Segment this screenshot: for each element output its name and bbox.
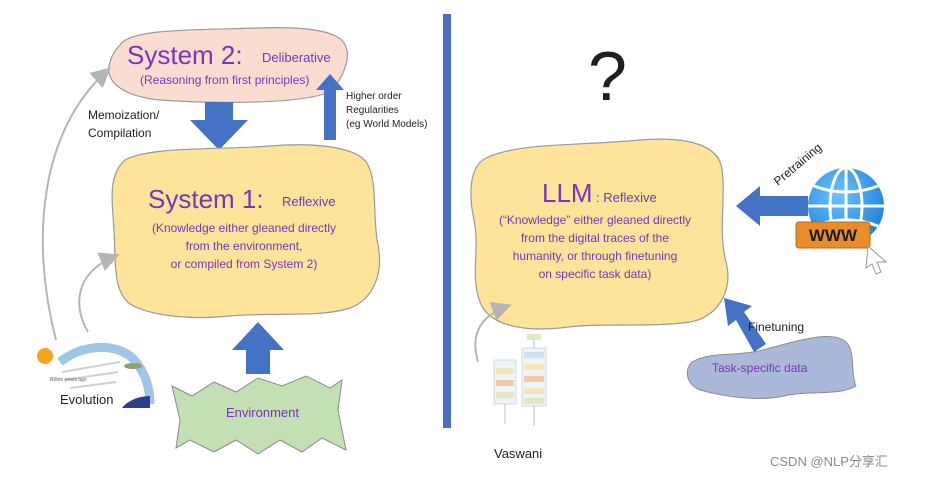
finetuning-label: Finetuning (748, 320, 804, 334)
system1-title: System 1: (148, 184, 264, 214)
pretraining-label: Pretraining (771, 140, 824, 188)
memoization-label-line1: Memoization/ (88, 108, 160, 122)
cursor-icon (865, 244, 888, 275)
llm-cloud (470, 138, 729, 330)
llm-line-4: on specific task data) (539, 267, 652, 281)
evolution-arrow-to-system1 (78, 252, 120, 333)
environment-arrow (232, 322, 284, 374)
finetuning-arrow (724, 298, 766, 352)
system2-title: System 2: (127, 40, 243, 70)
system1-line-1: (Knowledge either gleaned directly (152, 221, 336, 235)
www-label: WWW (809, 226, 858, 245)
system2-note: (Reasoning from first principles) (140, 73, 309, 87)
llm-line-1: (“Knowledge” either gleaned directly (499, 213, 691, 227)
llm-line-2: from the digital traces of the (521, 231, 669, 245)
panel-divider (443, 14, 451, 428)
evolution-arrow-to-system2 (41, 67, 111, 341)
pretraining-arrow (736, 186, 808, 226)
vaswani-label: Vaswani (494, 446, 542, 461)
www-globe-icon: WWW (795, 166, 888, 275)
environment-label: Environment (226, 405, 299, 420)
transformer-diagram-image (493, 334, 547, 426)
system1-line-3: or compiled from System 2) (171, 257, 318, 271)
higher-order-label-2: Regularities (346, 105, 399, 116)
system1-line-2: from the environment, (186, 239, 303, 253)
question-mark: ? (588, 37, 627, 115)
memoization-label-line2: Compilation (88, 126, 151, 140)
www-badge (795, 221, 871, 249)
higher-order-label-1: Higher order (346, 91, 402, 102)
environment-shape (171, 375, 347, 455)
higher-order-arrow (316, 74, 344, 140)
task-data-shape (686, 335, 857, 399)
system2-subtitle: Deliberative (262, 50, 331, 65)
memoization-arrow (190, 102, 248, 150)
system1-subtitle: Reflexive (282, 194, 335, 209)
task-data-label: Task-specific data (712, 361, 808, 375)
llm-title: LLM (542, 178, 593, 208)
llm-line-3: humanity, or through finetuning (513, 249, 678, 263)
evolution-label: Evolution (60, 392, 113, 407)
evolution-image-caption: Billion years ago (50, 377, 87, 383)
system1-cloud (111, 144, 381, 319)
vaswani-arrow (474, 301, 512, 363)
evolution-image: Billion years ago (37, 342, 155, 408)
watermark: CSDN @NLP分享汇 (770, 454, 888, 469)
higher-order-label-3: (eg World Models) (346, 119, 428, 130)
llm-subtitle: : Reflexive (596, 190, 657, 205)
